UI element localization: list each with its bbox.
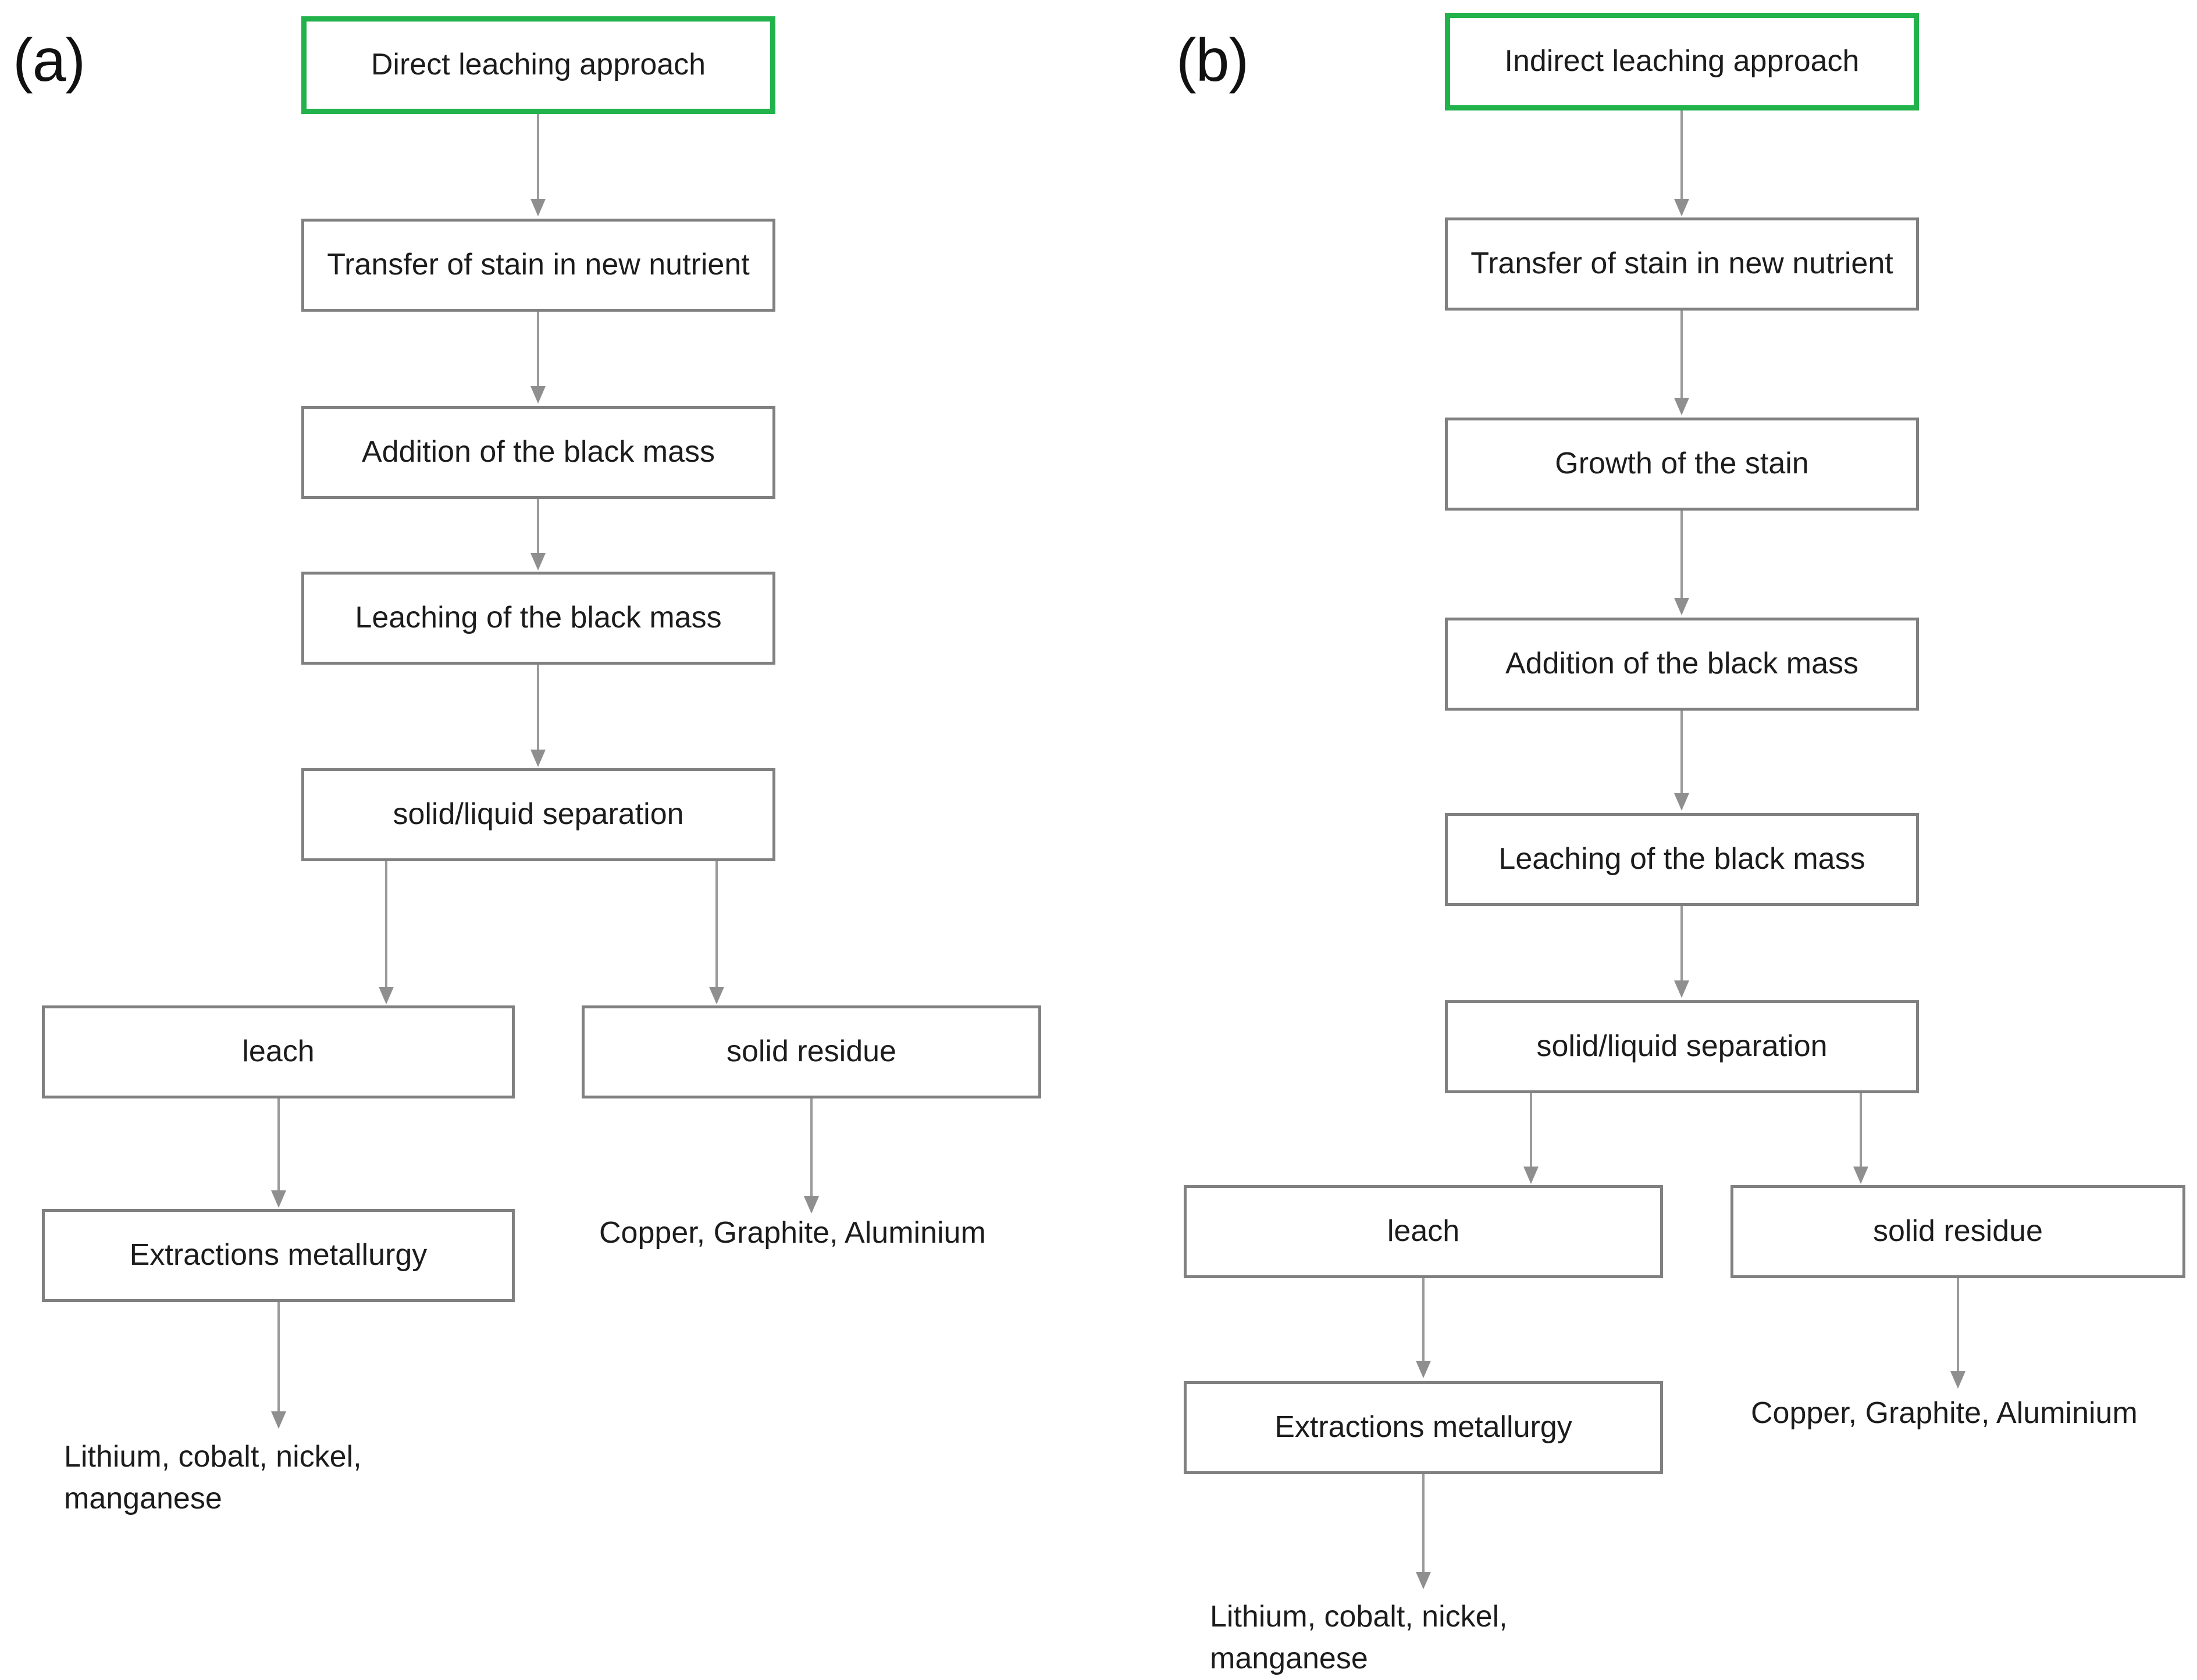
output-b-lithium-cobalt-nickel-manganese: Lithium, cobalt, nickel, manganese [1210, 1600, 1508, 1675]
node-label: leach [1387, 1214, 1460, 1249]
node-label: Transfer of stain in new nutrient [1470, 247, 1893, 281]
node-b-leach[interactable]: leach [1184, 1185, 1663, 1278]
node-label: solid residue [1873, 1214, 2043, 1249]
node-leaching-of-the-black-mass[interactable]: Leaching of the black mass [301, 572, 775, 665]
node-label: solid residue [727, 1035, 896, 1069]
node-direct-leaching-approach[interactable]: Direct leaching approach [301, 16, 775, 114]
node-addition-of-the-black-mass[interactable]: Addition of the black mass [301, 406, 775, 499]
node-label: Transfer of stain in new nutrient [327, 248, 750, 282]
node-b-solid-liquid-separation[interactable]: solid/liquid separation [1445, 1000, 1919, 1093]
node-b-transfer-of-stain-in-new-nutrient[interactable]: Transfer of stain in new nutrient [1445, 217, 1919, 311]
output-copper-graphite-aluminium: Copper, Graphite, Aluminium [599, 1216, 986, 1250]
node-label: leach [242, 1035, 315, 1069]
node-transfer-of-stain-in-new-nutrient[interactable]: Transfer of stain in new nutrient [301, 219, 775, 312]
node-growth-of-the-stain[interactable]: Growth of the stain [1445, 418, 1919, 511]
node-label: solid/liquid separation [393, 797, 684, 832]
node-label: Direct leaching approach [371, 48, 706, 82]
node-label: Extractions metallurgy [129, 1238, 428, 1272]
node-extractions-metallurgy[interactable]: Extractions metallurgy [42, 1209, 515, 1302]
node-b-addition-of-the-black-mass[interactable]: Addition of the black mass [1445, 618, 1919, 711]
node-label: solid/liquid separation [1536, 1029, 1828, 1064]
node-label: Addition of the black mass [1505, 647, 1858, 681]
node-b-extractions-metallurgy[interactable]: Extractions metallurgy [1184, 1381, 1663, 1474]
panel-label-a: (a) [13, 27, 86, 94]
node-label: Leaching of the black mass [355, 601, 722, 635]
node-solid-liquid-separation[interactable]: solid/liquid separation [301, 768, 775, 861]
node-label: Growth of the stain [1555, 447, 1809, 481]
output-lithium-cobalt-nickel-manganese: Lithium, cobalt, nickel, manganese [64, 1440, 362, 1515]
node-label: Extractions metallurgy [1274, 1410, 1572, 1444]
node-b-solid-residue[interactable]: solid residue [1730, 1185, 2185, 1278]
node-label: Addition of the black mass [362, 435, 715, 469]
panel-label-b: (b) [1176, 27, 1249, 94]
node-solid-residue[interactable]: solid residue [582, 1005, 1041, 1098]
node-leach[interactable]: leach [42, 1005, 515, 1098]
output-b-copper-graphite-aluminium: Copper, Graphite, Aluminium [1751, 1396, 2138, 1430]
node-label: Leaching of the black mass [1498, 842, 1865, 876]
node-b-leaching-of-the-black-mass[interactable]: Leaching of the black mass [1445, 813, 1919, 906]
node-label: Indirect leaching approach [1504, 44, 1860, 79]
node-indirect-leaching-approach[interactable]: Indirect leaching approach [1445, 13, 1919, 110]
